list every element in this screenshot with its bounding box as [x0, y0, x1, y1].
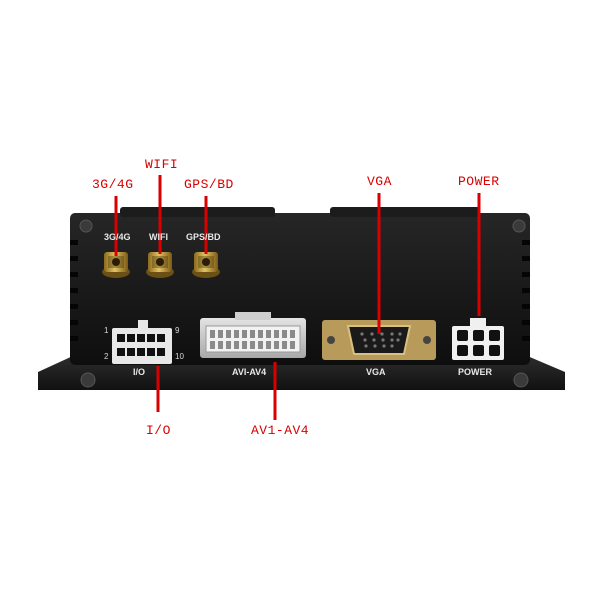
av-connector[interactable] [200, 312, 306, 358]
panel-label-3g4g: 3G/4G [104, 232, 131, 242]
top-rib [330, 207, 480, 217]
callout-io: I/O [146, 423, 171, 438]
io-pin-2-label: 2 [104, 352, 109, 361]
screw-icon [79, 219, 529, 388]
antenna-connector-3g4g[interactable] [102, 252, 130, 278]
callout-power: POWER [458, 174, 500, 189]
io-pin-10-label: 10 [175, 352, 184, 361]
panel-label-wifi: WIFI [149, 232, 168, 242]
io-pin-9-label: 9 [175, 326, 180, 335]
callout-lines [114, 175, 481, 420]
callout-gps: GPS/BD [184, 177, 234, 192]
power-connector[interactable] [452, 318, 504, 360]
side-fins [70, 240, 530, 341]
panel-label-io: I/O [133, 367, 146, 377]
panel-label-vga: VGA [366, 367, 386, 377]
antenna-connector-wifi[interactable] [146, 252, 174, 278]
callout-wifi: WIFI [145, 157, 179, 172]
top-rib [120, 207, 275, 217]
io-pin-1-label: 1 [104, 326, 109, 335]
callout-vga: VGA [367, 174, 392, 189]
io-connector[interactable] [112, 320, 172, 364]
callout-3g4g: 3G/4G [92, 177, 134, 192]
callout-av: AV1-AV4 [251, 423, 310, 438]
panel-label-gps: GPS/BD [186, 232, 221, 242]
panel-label-power: POWER [458, 367, 493, 377]
vga-port[interactable] [322, 320, 436, 360]
antenna-connector-gps[interactable] [192, 252, 220, 278]
panel-label-av: AVI-AV4 [232, 367, 267, 377]
